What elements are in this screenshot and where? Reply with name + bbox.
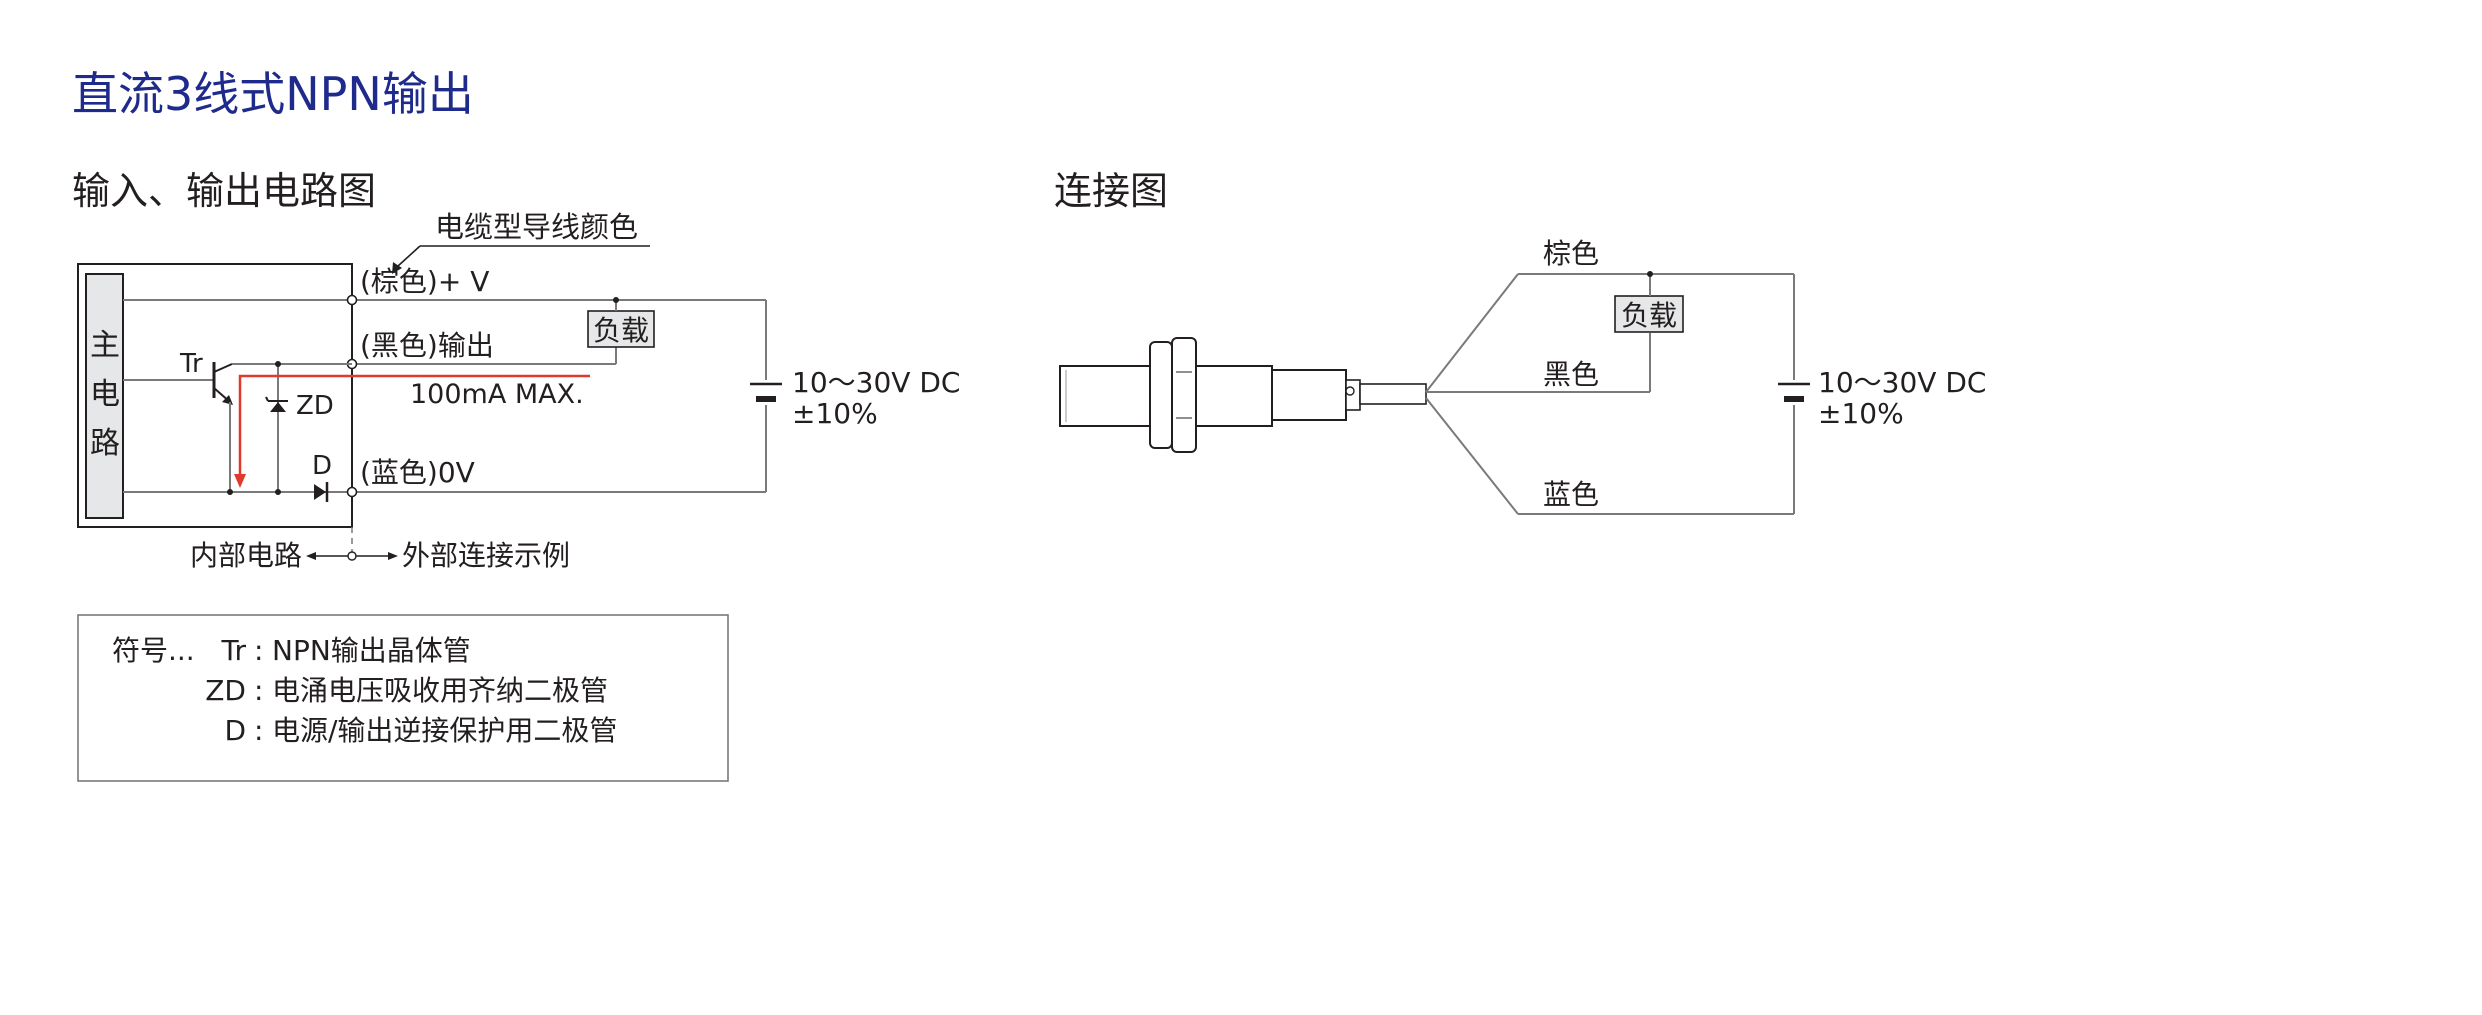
legend-prefix: 符号... xyxy=(112,634,195,667)
zener-diode xyxy=(265,361,288,495)
conn-supply-tolerance: ±10% xyxy=(1818,397,1904,430)
main-circuit-char-2: 电 xyxy=(90,377,120,412)
transistor-label: Tr xyxy=(179,349,203,379)
supply-tolerance: ±10% xyxy=(792,397,878,430)
legend-symbol-tr: Tr xyxy=(221,634,247,667)
cable-fanout xyxy=(1425,273,1519,515)
terminal-brown-label: (棕色)+ V xyxy=(360,265,489,298)
current-max-label: 100mA MAX. xyxy=(410,379,584,410)
legend-desc-d: 电源/输出逆接保护用二极管 xyxy=(272,714,617,747)
symbol-legend: 符号... Tr : NPN输出晶体管 ZD : 电涌电压吸收用齐纳二极管 D … xyxy=(77,614,729,782)
connection-diagram: 连接图 棕色 黑色 蓝色 负载 xyxy=(1054,169,1986,515)
load-label: 负载 xyxy=(593,314,649,347)
internal-circuit-box xyxy=(77,263,353,528)
npn-transistor xyxy=(123,362,352,492)
conn-supply-voltage: 10～30V DC xyxy=(1818,366,1986,399)
current-path-arrow xyxy=(234,374,590,488)
protection-diode xyxy=(314,482,329,502)
supply-voltage: 10～30V DC xyxy=(792,366,960,399)
terminal-brown xyxy=(346,294,358,306)
conn-battery-symbol xyxy=(1778,382,1810,402)
diode-label: D xyxy=(312,451,332,481)
proximity-sensor-illustration xyxy=(1059,337,1427,453)
legend-symbol-d: D xyxy=(224,714,246,747)
caption-leader-arrow xyxy=(392,245,650,274)
circuit-heading: 输入、输出电路图 xyxy=(72,169,376,213)
io-circuit-diagram: 输入、输出电路图 电缆型导线颜色 主 电 路 10～30V DC ±10% xyxy=(72,169,960,572)
load-box xyxy=(587,310,655,348)
svg-text::: : xyxy=(254,674,263,707)
svg-text::: : xyxy=(254,714,263,747)
main-circuit-char-1: 主 xyxy=(90,328,120,363)
conn-load-label: 负载 xyxy=(1621,299,1677,332)
zener-label: ZD xyxy=(296,391,334,421)
internal-circuit-label: 内部电路 xyxy=(190,539,302,572)
wire-blue-label: 蓝色 xyxy=(1543,478,1599,511)
cable-color-caption: 电缆型导线颜色 xyxy=(435,210,638,244)
battery-symbol xyxy=(750,382,782,402)
boundary-marker xyxy=(306,527,398,561)
page-title: 直流3线式NPN输出 xyxy=(72,67,474,121)
legend-desc-tr: NPN输出晶体管 xyxy=(272,634,471,667)
main-circuit-char-3: 路 xyxy=(90,426,120,461)
terminal-blue xyxy=(346,486,358,498)
external-example-label: 外部连接示例 xyxy=(402,539,570,572)
wire-black-label: 黑色 xyxy=(1543,358,1599,391)
terminal-black-label: (黑色)输出 xyxy=(360,329,494,362)
main-circuit-block xyxy=(85,273,124,519)
terminal-blue-label: (蓝色)0V xyxy=(360,456,475,489)
svg-text::: : xyxy=(254,634,263,667)
wire-brown-label: 棕色 xyxy=(1543,237,1599,270)
legend-desc-zd: 电涌电压吸收用齐纳二极管 xyxy=(272,674,608,707)
legend-symbol-zd: ZD xyxy=(205,674,246,707)
connection-heading: 连接图 xyxy=(1054,169,1168,213)
